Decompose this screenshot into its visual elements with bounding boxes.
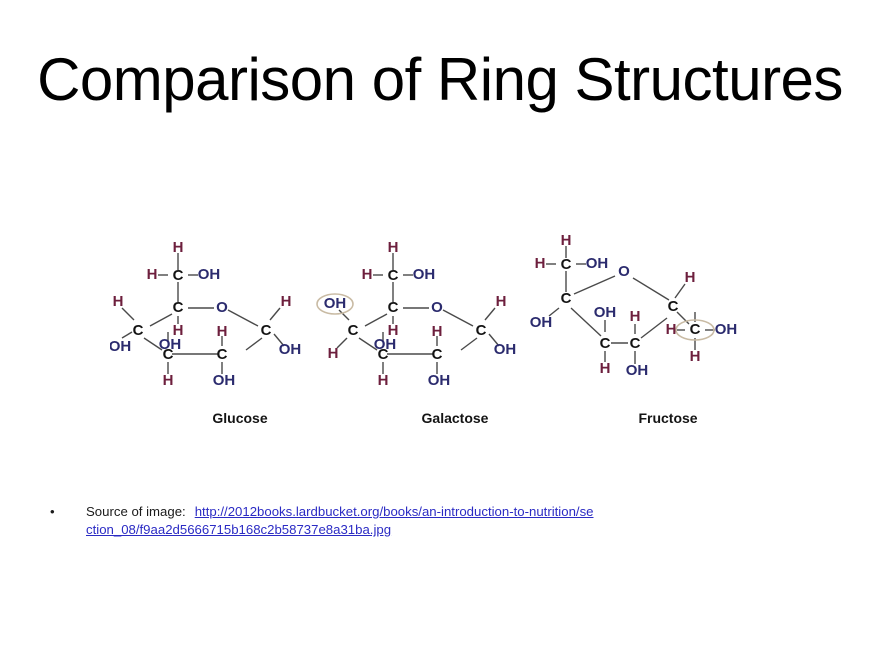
atom-label: C	[388, 267, 399, 284]
source-block: • Source of image:http://2012books.lardbu…	[38, 503, 598, 539]
source-label: Source of image:	[86, 504, 186, 519]
atom-label: H	[432, 323, 443, 340]
atom-label: OH	[594, 304, 617, 321]
atom-label: H	[113, 293, 124, 310]
molecule-figure: .bond { stroke:#4a4a4a; stroke-width:1.4…	[110, 228, 770, 433]
page-title: Comparison of Ring Structures	[37, 46, 843, 113]
atom-label: H	[690, 348, 701, 365]
atom-label: H	[630, 308, 641, 325]
atom-label: H	[496, 293, 507, 310]
atom-label: H	[163, 372, 174, 389]
atom-label: OH	[626, 362, 649, 379]
atom-label: C	[630, 335, 641, 352]
atom-label: H	[388, 239, 399, 256]
atom-label: OH	[413, 266, 436, 283]
atom-label: H	[535, 255, 546, 272]
atom-label: O	[216, 299, 228, 316]
atom-label: C	[261, 322, 272, 339]
ring-structures-diagram: .bond { stroke:#4a4a4a; stroke-width:1.4…	[110, 232, 738, 389]
atom-label: C	[173, 299, 184, 316]
molecule-fructose: H H C OH O C OH OH C H H C OH C H H C OH…	[530, 232, 738, 379]
atom-label: H	[388, 322, 399, 339]
atom-label: OH	[198, 266, 221, 283]
atom-label: OH	[428, 372, 451, 389]
atom-label: H	[281, 293, 292, 310]
atom-label: H	[600, 360, 611, 377]
atom-label: C	[561, 256, 572, 273]
atom-label: OH	[374, 336, 397, 353]
atom-label: C	[432, 346, 443, 363]
atom-label: H	[147, 266, 158, 283]
atom-label: C	[163, 346, 174, 363]
atom-label: O	[618, 263, 630, 280]
atom-label: H	[378, 372, 389, 389]
atom-label: OH	[586, 255, 609, 272]
atom-label: OH	[159, 336, 182, 353]
atom-label: C	[476, 322, 487, 339]
atom-label: H	[561, 232, 572, 249]
atom-label: C	[173, 267, 184, 284]
atom-label: OH	[530, 314, 553, 331]
atom-label: H	[217, 323, 228, 340]
bullet-icon: •	[50, 504, 55, 519]
atom-label: C	[388, 299, 399, 316]
atom-label: C	[133, 322, 144, 339]
atom-label: OH	[110, 338, 131, 355]
atom-label: OH	[715, 321, 738, 338]
atom-label: OH	[213, 372, 236, 389]
source-bullet-item: • Source of image:http://2012books.lardbu…	[38, 503, 598, 539]
atom-label: OH	[279, 341, 302, 358]
atom-label: C	[561, 290, 572, 307]
atom-label: H	[173, 239, 184, 256]
atom-label-highlighted: OH	[324, 295, 347, 312]
atom-label: H	[685, 269, 696, 286]
molecule-galactose: H H C OH C O OH C H OH H C C H H OH C H …	[316, 239, 517, 389]
atom-label: C	[378, 346, 389, 363]
molecule-glucose: H H C OH C O H C H OH OH C C H H OH C H …	[110, 239, 301, 389]
atom-label: C	[668, 298, 679, 315]
atom-label-highlighted: C	[690, 321, 701, 338]
atom-label: C	[600, 335, 611, 352]
atom-label: H	[666, 321, 677, 338]
atom-label: OH	[494, 341, 517, 358]
atom-label: H	[173, 322, 184, 339]
source-image-link[interactable]: http://2012books.lardbucket.org/books/an…	[86, 504, 594, 537]
atom-label: H	[328, 345, 339, 362]
molecule-caption-galactose: Galactose	[421, 410, 489, 426]
atom-label: C	[348, 322, 359, 339]
atom-label: H	[362, 266, 373, 283]
highlight-ellipse-oh	[316, 293, 354, 315]
atom-label: C	[217, 346, 228, 363]
atom-label: O	[431, 299, 443, 316]
highlight-ellipse-c	[675, 319, 715, 341]
molecule-caption-glucose: Glucose	[212, 410, 268, 426]
molecule-caption-fructose: Fructose	[638, 410, 698, 426]
